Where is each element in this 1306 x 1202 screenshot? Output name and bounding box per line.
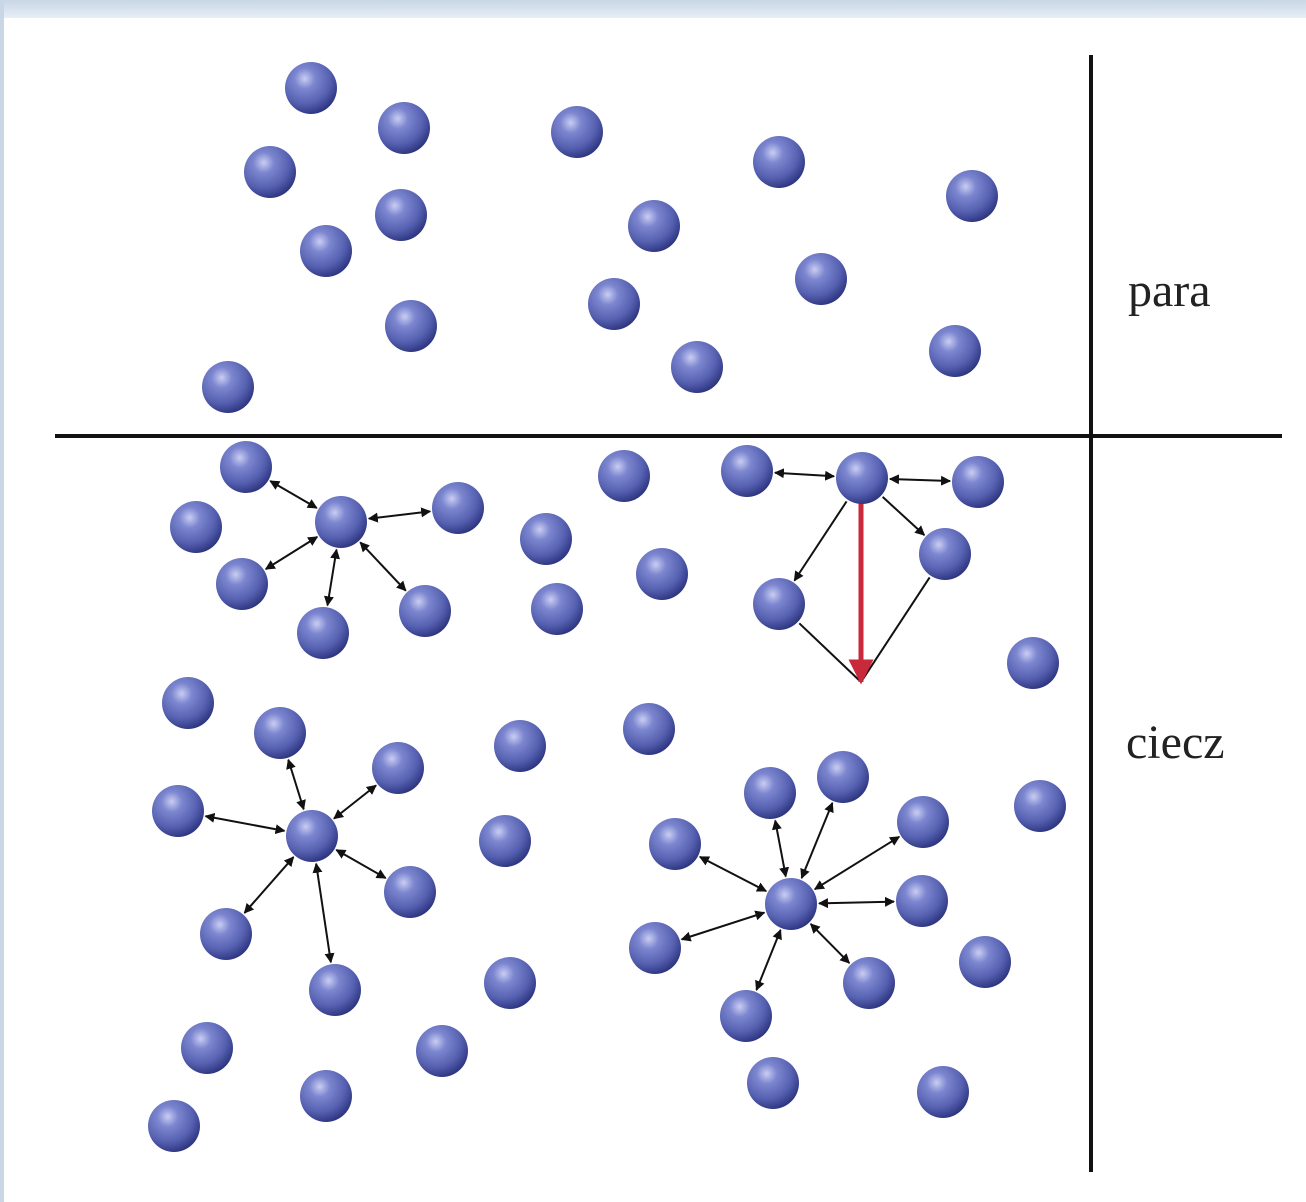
molecule-sphere-icon xyxy=(297,607,349,659)
molecule-sphere-icon xyxy=(309,964,361,1016)
interaction-arrow xyxy=(698,855,768,893)
interaction-arrow xyxy=(817,896,896,909)
interaction-arrow xyxy=(800,801,834,880)
molecule-sphere-icon xyxy=(946,170,998,222)
left-decorative-edge xyxy=(0,0,4,1202)
interaction-arrow xyxy=(813,835,901,891)
molecule-sphere-icon xyxy=(220,441,272,493)
molecule-sphere-icon xyxy=(520,513,572,565)
molecule-sphere-icon xyxy=(170,501,222,553)
molecule-sphere-icon xyxy=(300,225,352,277)
interaction-arrow xyxy=(680,910,766,942)
force-component-arrow xyxy=(881,496,926,536)
molecule-sphere-icon xyxy=(416,1025,468,1077)
molecule-sphere-icon xyxy=(384,866,436,918)
molecule-sphere-icon xyxy=(300,1070,352,1122)
interaction-arrow xyxy=(367,507,432,523)
interaction-arrow xyxy=(771,819,790,878)
interaction-arrow xyxy=(286,758,306,811)
molecule-sphere-icon xyxy=(897,796,949,848)
molecule-sphere-icon xyxy=(747,1057,799,1109)
interaction-arrow xyxy=(809,923,851,964)
molecule-sphere-icon xyxy=(152,785,204,837)
molecule-sphere-icon xyxy=(181,1022,233,1074)
interaction-arrow xyxy=(323,548,341,607)
molecule-sphere-icon xyxy=(959,936,1011,988)
molecule-sphere-icon xyxy=(551,106,603,158)
molecule-sphere-icon xyxy=(200,908,252,960)
interaction-arrow xyxy=(335,849,387,879)
molecule-sphere-icon xyxy=(254,707,306,759)
molecule-sphere-icon xyxy=(795,253,847,305)
molecule-sphere-icon xyxy=(817,751,869,803)
molecule-sphere-icon xyxy=(1014,780,1066,832)
molecule-sphere-icon xyxy=(919,528,971,580)
interaction-arrow xyxy=(888,474,952,486)
molecule-sphere-icon xyxy=(929,325,981,377)
molecule-sphere-icon xyxy=(479,815,531,867)
molecule-sphere-icon xyxy=(896,875,948,927)
molecule-sphere-icon xyxy=(399,585,451,637)
vapor-label: para xyxy=(1128,264,1211,317)
interaction-arrow xyxy=(312,862,335,964)
molecule-sphere-icon xyxy=(216,558,268,610)
molecule-sphere-icon xyxy=(628,200,680,252)
interaction-arrow xyxy=(243,856,295,914)
interaction-arrow xyxy=(269,480,318,509)
molecule-sphere-icon xyxy=(843,957,895,1009)
molecule-sphere-icon xyxy=(244,146,296,198)
molecule-sphere-icon xyxy=(484,957,536,1009)
molecule-sphere-icon xyxy=(432,482,484,534)
interaction-arrow xyxy=(333,784,377,820)
interaction-arrows xyxy=(204,468,952,991)
top-decorative-strip xyxy=(0,0,1306,18)
molecule-sphere-icon xyxy=(629,922,681,974)
liquid-label: ciecz xyxy=(1126,716,1225,769)
molecule-sphere-icon xyxy=(649,818,701,870)
molecule-sphere-icon xyxy=(285,62,337,114)
molecule-sphere-icon xyxy=(286,810,338,862)
molecule-sphere-icon xyxy=(588,278,640,330)
molecule-sphere-icon xyxy=(385,300,437,352)
force-component-arrow xyxy=(798,622,861,682)
molecule-sphere-icon xyxy=(753,578,805,630)
molecule-sphere-icon xyxy=(720,990,772,1042)
molecule-sphere-icon xyxy=(531,583,583,635)
molecule-sphere-icon xyxy=(636,548,688,600)
molecule-sphere-icon xyxy=(721,445,773,497)
interaction-arrow xyxy=(755,929,782,991)
molecule-sphere-icon xyxy=(202,361,254,413)
molecule-sphere-icon xyxy=(744,767,796,819)
interaction-arrow xyxy=(264,536,319,570)
molecule-sphere-icon xyxy=(671,341,723,393)
molecule-sphere-icon xyxy=(372,742,424,794)
molecule-sphere-icon xyxy=(494,720,546,772)
molecule-sphere-icon xyxy=(148,1100,200,1152)
molecule-sphere-icon xyxy=(623,703,675,755)
molecule-sphere-icon xyxy=(753,136,805,188)
interaction-arrow xyxy=(773,468,836,481)
force-component-arrow xyxy=(861,576,931,681)
molecule-sphere-icon xyxy=(952,456,1004,508)
molecule-sphere-icon xyxy=(917,1066,969,1118)
molecule-sphere-icon xyxy=(1007,637,1059,689)
molecule-sphere-icon xyxy=(765,878,817,930)
interaction-arrow xyxy=(359,541,407,592)
molecule-sphere-icon xyxy=(598,450,650,502)
molecule-sphere-icon xyxy=(836,452,888,504)
molecule-sphere-icon xyxy=(315,496,367,548)
molecule-sphere-icon xyxy=(375,189,427,241)
molecules xyxy=(148,62,1066,1152)
interaction-arrow xyxy=(204,812,286,835)
molecule-sphere-icon xyxy=(162,677,214,729)
molecule-sphere-icon xyxy=(378,102,430,154)
force-component-arrow xyxy=(793,500,848,582)
